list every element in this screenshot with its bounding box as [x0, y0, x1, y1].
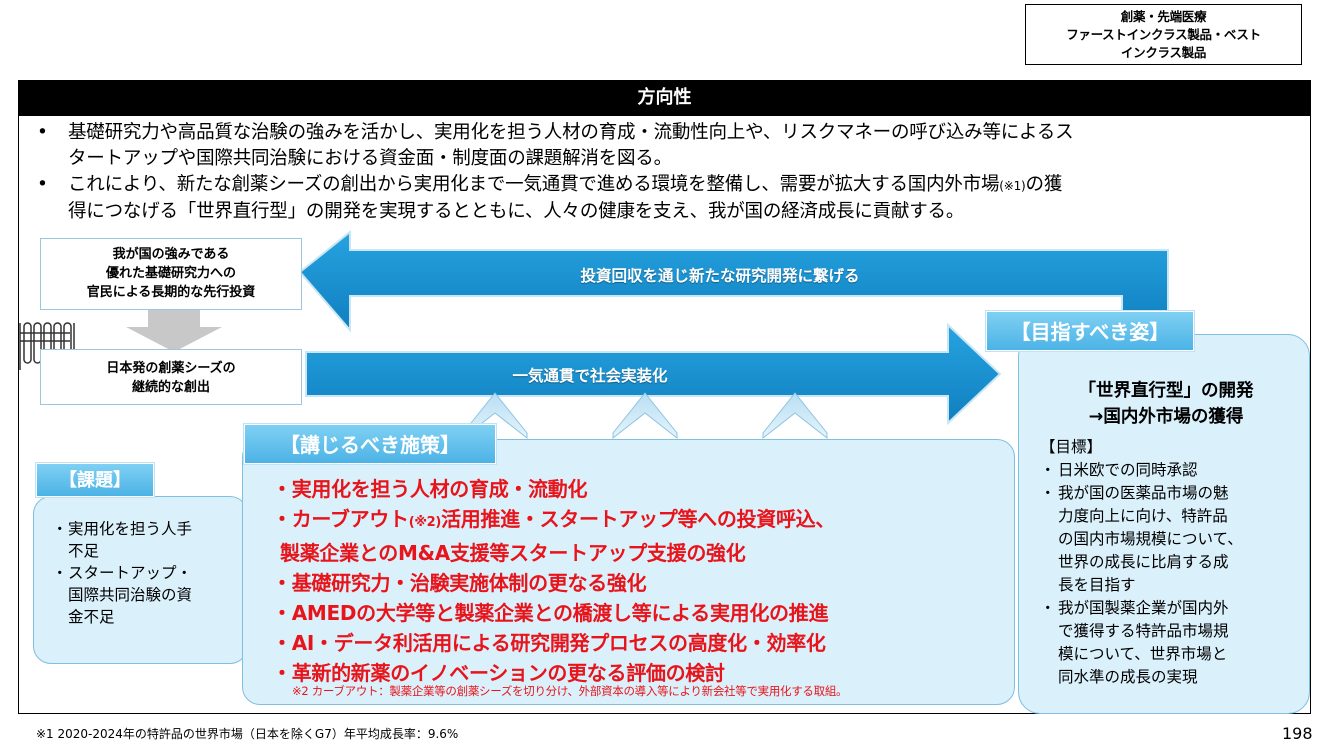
direction-bullets: • 基礎研究力や高品質な治験の強みを活かし、実用化を担う人材の育成・流動性向上や… — [30, 120, 1305, 225]
measures-panel — [242, 439, 1015, 705]
strength-line: 我が国の強みである — [112, 247, 230, 262]
direction-bullet: • これにより、新たな創薬シーズの創出から実用化まで一気通貫で進める環境を整備し… — [30, 172, 1305, 225]
goal-label: 【目指すべき姿】 — [986, 311, 1194, 351]
chevron-up-icon — [612, 392, 678, 440]
goal-item: ・ 我が国の医薬品市場の魅 力度向上に向け、特許品 の国内市場規模について、 世… — [1040, 482, 1302, 597]
measures-label: 【講じるべき施策】 — [244, 424, 496, 464]
forward-arrow-label: 一気通貫で社会実装化 — [512, 367, 668, 385]
return-arrow-label: 投資回収を通じ新たな研究開発に繋げる — [580, 267, 860, 285]
down-arrow-icon — [126, 310, 222, 352]
bullet-line: 得につなげる「世界直行型」の開発を実現するとともに、人々の健康を支え、我が国の経… — [68, 201, 965, 222]
measure-text: 活用推進・スタートアップ等への投資呼込、 — [441, 507, 836, 531]
bullet-line: これにより、新たな創薬シーズの創出から実用化まで一気通貫で進める環境を整備し、需… — [68, 172, 1305, 199]
bullet-text: の獲 — [1025, 174, 1063, 195]
goal-line: 力度向上に向け、特許品 — [1058, 507, 1228, 525]
bullet-dot: ・ — [52, 520, 68, 538]
issue-line: 不足 — [68, 542, 100, 560]
issues-label: 【課題】 — [36, 463, 154, 497]
bullet-dot: • — [37, 122, 48, 143]
measure-item: ・実用化を担う人材の育成・流動化 — [272, 477, 588, 501]
measures-list: ・実用化を担う人材の育成・流動化 ・カーブアウト(※2)活用推進・スタートアップ… — [272, 474, 1012, 688]
goal-line: 模について、世界市場と — [1058, 645, 1228, 663]
seeds-line: 日本発の創薬シーズの — [106, 361, 236, 376]
goal-title-line: →国内外市場の獲得 — [1088, 407, 1244, 427]
issues-panel — [33, 496, 248, 664]
measure-text: ・カーブアウト — [272, 507, 409, 531]
strength-box: 我が国の強みである 優れた基礎研究力への 官民による長期的な先行投資 — [40, 238, 302, 310]
measure-item: ・基礎研究力・治験実施体制の更なる強化 — [272, 571, 647, 595]
goal-title: 「世界直行型」の開発 →国内外市場の獲得 — [1022, 378, 1310, 430]
measure-item: ・AMEDの大学等と製薬企業との橋渡し等による実用化の推進 — [272, 601, 829, 625]
bullet-line: 基礎研究力や高品質な治験の強みを活かし、実用化を担う人材の育成・流動性向上や、リ… — [68, 122, 1074, 143]
issues-list: ・ 実用化を担う人手 不足 ・ スタートアップ・ 国際共同治験の資 金不足 — [52, 518, 242, 628]
goal-line: 世界の成長に比肩する成 — [1058, 553, 1229, 571]
issue-line: 国際共同治験の資 — [68, 586, 193, 604]
footnote: ※1 2020-2024年の特許品の世界市場（日本を除くG7）年平均成長率：9.… — [36, 727, 459, 741]
measures-note: ※2 カーブアウト：製薬企業等の創薬シーズを切り分け、外部資本の導入等により新会… — [292, 684, 848, 698]
category-tag-line: 創薬・先端医療 — [1120, 9, 1207, 24]
strength-line: 優れた基礎研究力への — [105, 266, 236, 281]
bullet-text: これにより、新たな創薬シーズの創出から実用化まで一気通貫で進める環境を整備し、需… — [68, 174, 1000, 195]
bullet-dot: ・ — [1040, 599, 1056, 617]
measure-item: ・革新的新薬のイノベーションの更なる評価の検討 — [272, 661, 725, 685]
forward-arrow — [305, 322, 1002, 426]
direction-title: 方向性 — [18, 80, 1311, 116]
page-number: 198 — [1282, 724, 1313, 743]
goal-panel — [1018, 334, 1310, 714]
goal-item: ・ 我が国製薬企業が国内外 で獲得する特許品市場規 模について、世界市場と 同水… — [1040, 597, 1302, 689]
issue-line: 実用化を担う人手 — [68, 520, 193, 538]
measure-item: ・AI・データ利活用による研究開発プロセスの高度化・効率化 — [272, 631, 826, 655]
issue-item: ・ 実用化を担う人手 不足 — [52, 518, 242, 562]
issue-line: 金不足 — [68, 608, 115, 626]
chevron-up-icon — [762, 392, 828, 440]
footnote-ref: (※1) — [999, 179, 1026, 193]
goal-line: 長を目指す — [1058, 576, 1136, 594]
category-tag-line: ファーストインクラス製品・ベスト — [1066, 27, 1261, 42]
direction-bullet: • 基礎研究力や高品質な治験の強みを活かし、実用化を担う人材の育成・流動性向上や… — [30, 120, 1305, 172]
goal-line: 我が国の医薬品市場の魅 — [1058, 484, 1229, 502]
footnote-ref: (※2) — [408, 515, 442, 530]
goal-line: で獲得する特許品市場規 — [1058, 622, 1229, 640]
target-label: 【目標】 — [1040, 438, 1103, 456]
seeds-box: 日本発の創薬シーズの 継続的な創出 — [40, 349, 302, 405]
bullet-dot: ・ — [1040, 484, 1056, 502]
bullet-dot: • — [37, 174, 48, 195]
goal-line: 日米欧での同時承認 — [1058, 461, 1198, 479]
issue-item: ・ スタートアップ・ 国際共同治験の資 金不足 — [52, 562, 242, 628]
measure-item: 製薬企業とのM&A支援等スタートアップ支援の強化 — [280, 541, 746, 565]
goal-line: の国内市場規模について、 — [1058, 530, 1243, 548]
test-tube-icon — [19, 322, 75, 370]
category-tag-line: インクラス製品 — [1120, 45, 1207, 60]
strength-line: 官民による長期的な先行投資 — [86, 285, 256, 300]
goal-list: 【目標】 ・ 日米欧での同時承認 ・ 我が国の医薬品市場の魅 力度向上に向け、特… — [1040, 436, 1302, 689]
issue-line: スタートアップ・ — [68, 564, 193, 582]
category-tag: 創薬・先端医療 ファーストインクラス製品・ベスト インクラス製品 — [1025, 4, 1302, 65]
bullet-line: タートアップや国際共同治験における資金面・制度面の課題解消を図る。 — [68, 148, 672, 169]
measure-item: ・カーブアウト(※2)活用推進・スタートアップ等への投資呼込、 — [272, 504, 1012, 538]
bullet-dot: ・ — [52, 564, 68, 582]
seeds-line: 継続的な創出 — [131, 380, 210, 395]
bullet-dot: ・ — [1040, 461, 1056, 479]
goal-item: ・ 日米欧での同時承認 — [1040, 459, 1302, 482]
goal-line: 同水準の成長の実現 — [1058, 668, 1198, 686]
goal-line: 我が国製薬企業が国内外 — [1058, 599, 1229, 617]
goal-title-line: 「世界直行型」の開発 — [1078, 381, 1254, 401]
